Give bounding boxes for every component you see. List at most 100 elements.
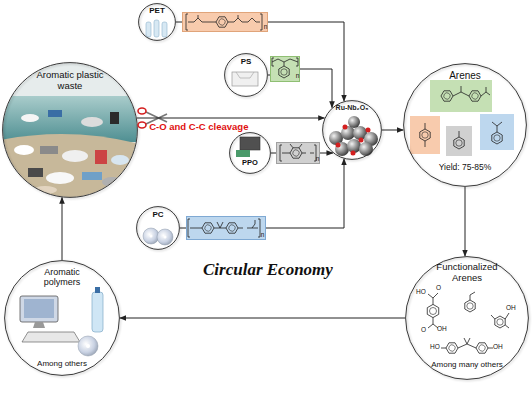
- circle-border: [404, 64, 527, 187]
- benzene-ring: [454, 137, 464, 149]
- catalyst-sphere: [348, 116, 360, 128]
- node-title: n: [262, 23, 269, 30]
- bond-line: [272, 59, 298, 66]
- circuit-board-icon: [236, 150, 250, 157]
- node-title: n: [314, 155, 321, 162]
- polymer-circle: PET: [138, 3, 176, 41]
- catalyst-sphere: [335, 142, 349, 156]
- benzene-ring: [224, 220, 239, 236]
- scissor-handle: [138, 108, 146, 114]
- benzene-ring: [467, 88, 482, 104]
- trash-piece: [28, 168, 43, 177]
- node-title: Aromatic plastic waste: [36, 70, 104, 92]
- monitor-stand: [33, 322, 45, 328]
- bond-line: [188, 15, 260, 22]
- trash-piece: [82, 172, 102, 180]
- benzene-ring: [439, 88, 454, 104]
- bond-line: [459, 131, 460, 137]
- atom-label: OH: [506, 305, 516, 312]
- repeat-bracket: [272, 58, 298, 66]
- circle-border: [3, 63, 138, 198]
- structure-box: n: [182, 12, 268, 32]
- node-title: n: [259, 231, 266, 238]
- bond-line: [453, 86, 490, 96]
- benzene-ring: [288, 145, 303, 161]
- circle-border: [139, 4, 176, 41]
- trash-piece: [62, 150, 88, 162]
- sky: [0, 60, 140, 200]
- benzene-ring: [279, 66, 289, 78]
- disc-hole: [86, 344, 90, 348]
- node-title: Ru-Nb₂O₅: [322, 104, 382, 112]
- figure-heading: Circular Economy: [203, 261, 333, 278]
- benzene-ring: [474, 340, 489, 356]
- polymer-circle: PS: [224, 53, 268, 97]
- metal-particle: [343, 125, 348, 130]
- computer-icon: [20, 296, 58, 322]
- trash-piece: [40, 146, 58, 154]
- atom-label: HO: [430, 344, 440, 351]
- trash-piece: [14, 145, 34, 155]
- trash-piece: [95, 150, 107, 164]
- edge-label: C-O and C-C cleavage: [149, 121, 248, 132]
- trash-piece: [46, 172, 74, 184]
- screen-icon: [24, 299, 54, 318]
- node-title: Aromatic polymers: [32, 267, 92, 288]
- trash-piece: [48, 110, 62, 117]
- metal-particle: [359, 138, 364, 143]
- repeat-bracket: [280, 145, 316, 161]
- metal-particle: [336, 143, 341, 148]
- flow-arrow: [382, 130, 403, 131]
- node-title: PET: [138, 6, 176, 15]
- benzene-ring: [427, 304, 438, 317]
- circle-outline: [229, 132, 271, 174]
- scissor-blade: [146, 112, 167, 124]
- atom-label: O: [436, 285, 441, 292]
- node-note: Among many others: [405, 360, 529, 369]
- foam-box-icon: [232, 72, 258, 86]
- node-title: Arenes: [403, 70, 527, 82]
- product-circle: ArenesYield: 75-85%: [403, 63, 527, 187]
- disc-icon: [78, 336, 98, 356]
- circle-border: [406, 257, 529, 380]
- waste-circle: Aromatic plastic waste: [2, 62, 138, 198]
- arene-highlight: [430, 80, 492, 112]
- scissors-icon: [138, 108, 167, 128]
- flow-arrow: [271, 153, 276, 154]
- flow-arrow: [300, 69, 332, 108]
- trash-piece: [102, 177, 122, 187]
- repeat-bracket: [186, 14, 262, 30]
- benzene-ring: [420, 129, 430, 141]
- bond-line: [492, 122, 502, 132]
- flow-arrow: [266, 159, 344, 228]
- benzene-ring: [465, 300, 475, 312]
- bond-line: [470, 292, 475, 300]
- arene-highlight: [480, 114, 514, 150]
- circle-border: [137, 207, 180, 250]
- flow-arrow: [268, 22, 344, 101]
- benzene-ring: [492, 132, 502, 144]
- node-title: PPO: [229, 159, 271, 168]
- circle-border: [230, 133, 271, 174]
- atom-label: OH: [437, 326, 447, 333]
- flow-arrow: [120, 318, 405, 319]
- bottle-icon: [92, 292, 103, 332]
- polymer-circle: PC: [136, 206, 180, 250]
- keyboard-icon: [22, 332, 80, 342]
- bond-line: [190, 220, 258, 228]
- structure-box: n: [276, 142, 320, 164]
- trash-piece: [110, 112, 119, 124]
- atom-label: OH: [493, 344, 503, 351]
- metal-particle: [351, 151, 356, 156]
- flow-arrow: [268, 75, 270, 76]
- node-title: Functionalized Arenes: [427, 262, 507, 284]
- catalyst-circle: Ru-Nb₂O₅: [322, 100, 382, 160]
- arene-highlight: [410, 116, 440, 154]
- benzene-ring: [214, 14, 229, 30]
- flow-arrow: [465, 187, 466, 256]
- product-circle: Functionalized ArenesAmong many others: [405, 256, 529, 380]
